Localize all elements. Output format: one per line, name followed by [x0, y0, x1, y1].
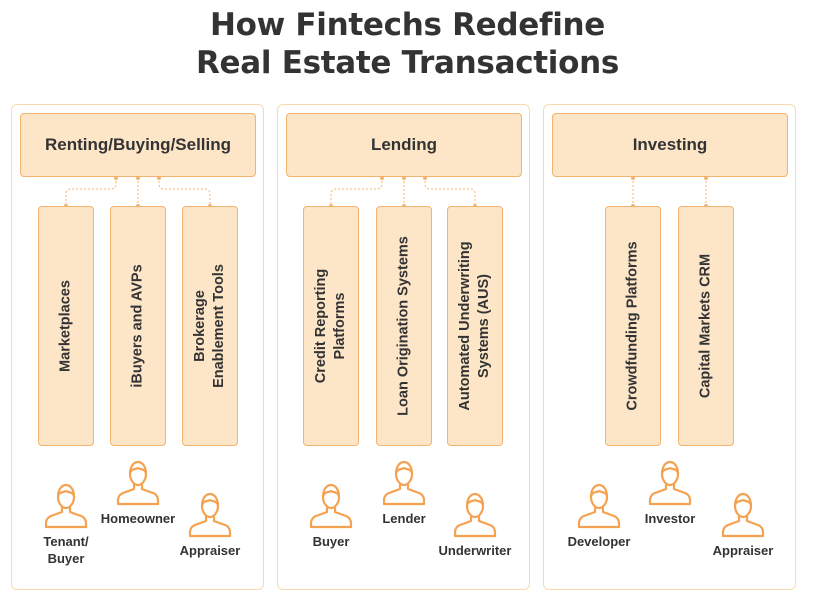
person-label: Buyer [47, 551, 85, 566]
person-icon [648, 460, 692, 506]
person-icon [453, 492, 497, 538]
person-label: Developer [567, 534, 631, 549]
column-label-line: Loan Origination Systems [395, 236, 412, 416]
person-buyer: Buyer [293, 481, 369, 550]
header-lending: Lending [286, 113, 522, 177]
person-label: Homeowner [100, 511, 176, 526]
column-label-line: Marketplaces [57, 280, 74, 372]
person-icon [116, 460, 160, 506]
person-icon [577, 483, 621, 529]
column-label-line: Crowdfunding Platforms [624, 241, 641, 411]
person-icon [44, 483, 88, 529]
column-crowdfunding: Crowdfunding Platforms [605, 206, 661, 446]
column-ibuyers: iBuyers and AVPs [110, 206, 166, 446]
column-label-line: Brokerage [192, 290, 208, 362]
person-icon [382, 460, 426, 506]
column-automated-underwriting: Automated Underwriting Systems (AUS) [447, 206, 503, 446]
person-underwriter: Underwriter [437, 490, 513, 559]
column-marketplaces: Marketplaces [38, 206, 94, 446]
column-label-line: Credit Reporting [313, 268, 329, 384]
person-label: Underwriter [438, 543, 512, 558]
header-investing-label: Investing [632, 135, 708, 154]
title-line-2: Real Estate Transactions [195, 45, 620, 81]
person-appraiser-investing: Appraiser [705, 490, 781, 559]
column-label-line: Enablement Tools [211, 264, 227, 388]
person-label: Appraiser [179, 543, 241, 558]
header-renting: Renting/Buying/Selling [20, 113, 256, 177]
person-investor: Investor [632, 458, 708, 527]
column-capital-markets: Capital Markets CRM [678, 206, 734, 446]
header-investing: Investing [552, 113, 788, 177]
person-label: Lender [382, 511, 426, 526]
person-homeowner: Homeowner [100, 458, 176, 527]
column-label-line: Systems (AUS) [476, 274, 492, 378]
column-loan-origination: Loan Origination Systems [376, 206, 432, 446]
column-label-line: iBuyers and AVPs [129, 264, 146, 388]
person-icon [188, 492, 232, 538]
diagram-title: How Fintechs Redefine Real Estate Transa… [0, 6, 815, 82]
column-label-line: Automated Underwriting [457, 241, 473, 411]
column-brokerage: Brokerage Enablement Tools [182, 206, 238, 446]
person-label: Investor [644, 511, 696, 526]
person-icon [721, 492, 765, 538]
title-line-1: How Fintechs Redefine [209, 7, 606, 43]
person-appraiser: Appraiser [172, 490, 248, 559]
person-label: Buyer [312, 534, 350, 549]
column-label-line: Capital Markets CRM [697, 253, 714, 399]
person-lender: Lender [366, 458, 442, 527]
person-icon [309, 483, 353, 529]
person-developer: Developer [561, 481, 637, 550]
person-tenant-buyer: Tenant/ Buyer [28, 481, 104, 567]
header-lending-label: Lending [370, 135, 438, 154]
column-label-line: Platforms [332, 292, 348, 360]
column-credit-reporting: Credit Reporting Platforms [303, 206, 359, 446]
header-renting-label: Renting/Buying/Selling [44, 135, 232, 154]
person-label: Appraiser [712, 543, 774, 558]
person-label: Tenant/ [43, 534, 89, 549]
panel-investing [543, 104, 796, 590]
